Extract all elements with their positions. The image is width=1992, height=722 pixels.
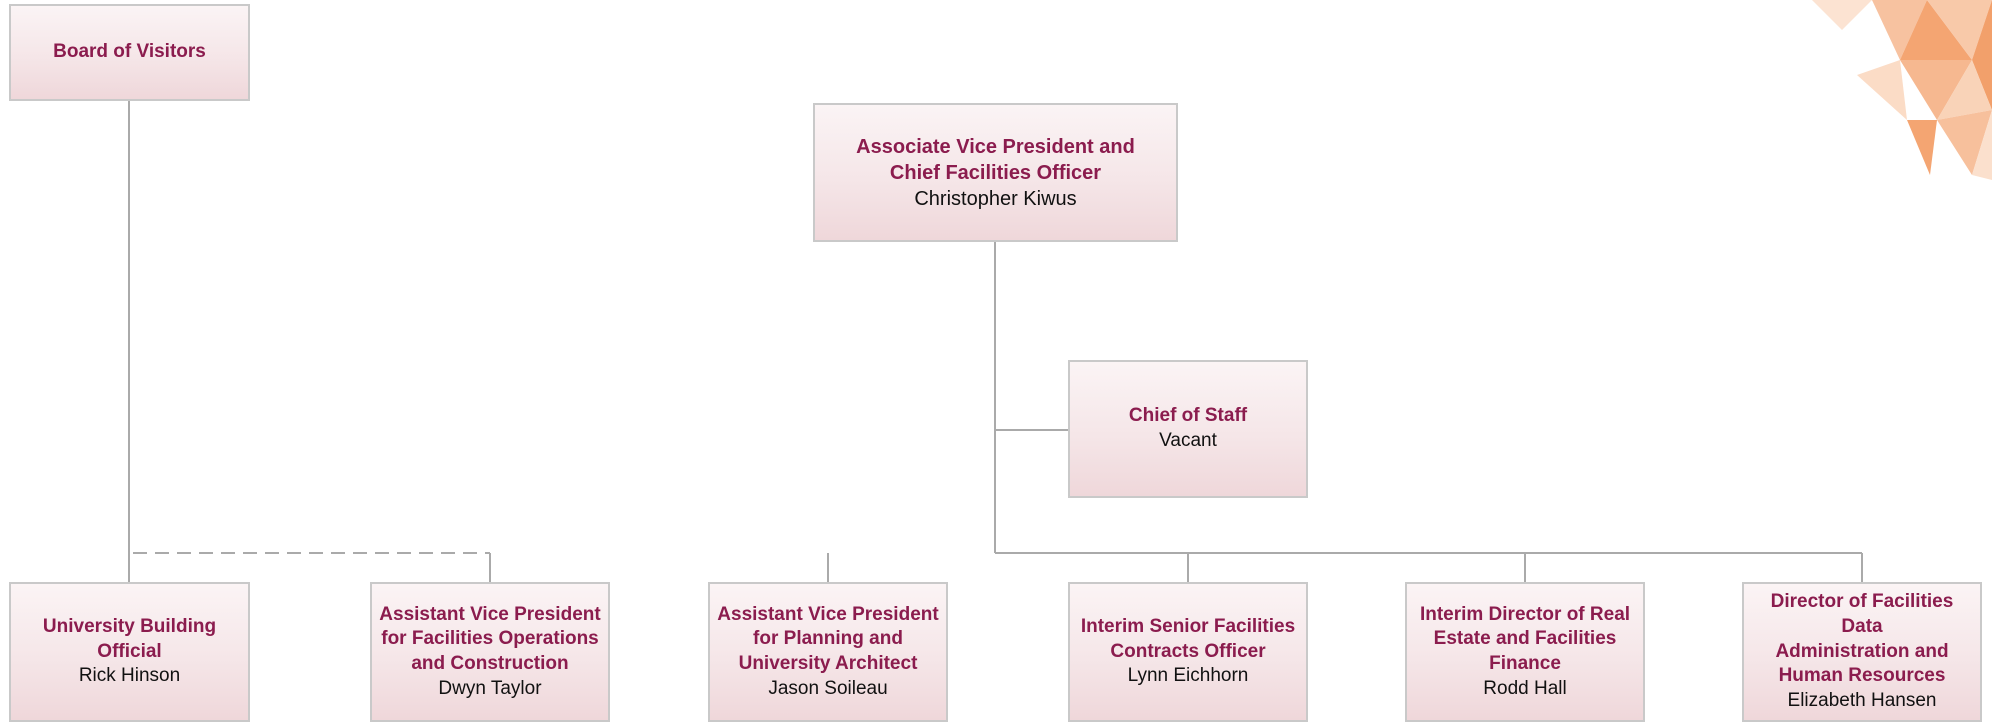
report-box-planning-architect: Assistant Vice President for Planning an…	[708, 582, 948, 722]
report-box-real-estate-finance: Interim Director of Real Estate and Faci…	[1405, 582, 1645, 722]
report-title-line: Human Resources	[1778, 665, 1946, 687]
report-box-contracts-officer: Interim Senior Facilities Contracts Offi…	[1068, 582, 1308, 722]
board-of-visitors-box: Board of Visitors	[9, 4, 250, 101]
report-title-line: for Facilities Operations	[381, 628, 599, 650]
report-name: Lynn Eichhorn	[1127, 665, 1249, 687]
chief-of-staff-title: Chief of Staff	[1128, 405, 1248, 427]
report-name: Elizabeth Hansen	[1787, 690, 1937, 712]
report-box-facilities-operations: Assistant Vice President for Facilities …	[370, 582, 610, 722]
report-title-line: Administration and	[1775, 640, 1949, 662]
board-title: Board of Visitors	[53, 41, 206, 63]
report-name: Rodd Hall	[1483, 677, 1567, 699]
report-box-data-admin-hr: Director of Facilities Data Administrati…	[1742, 582, 1982, 722]
corner-decoration	[1812, 0, 1992, 180]
report-title-line: Estate and Facilities	[1433, 628, 1617, 650]
avp-name: Christopher Kiwus	[914, 187, 1077, 210]
chief-of-staff-box: Chief of Staff Vacant	[1068, 360, 1308, 498]
report-title-line: Director of Facilities Data	[1770, 591, 1954, 637]
report-name: Dwyn Taylor	[438, 677, 542, 699]
report-title-line: Finance	[1489, 653, 1561, 674]
report-title-line: Interim Senior Facilities	[1080, 615, 1296, 637]
avp-cfo-box: Associate Vice President and Chief Facil…	[813, 103, 1178, 242]
report-title-line: for Planning and	[753, 628, 903, 650]
chief-of-staff-name: Vacant	[1159, 430, 1217, 451]
report-title-line: and Construction	[411, 653, 569, 674]
report-name: Jason Soileau	[768, 677, 888, 699]
avp-title-line1: Associate Vice President and	[856, 135, 1135, 158]
report-box-building-official: University Building Official Rick Hinson	[9, 582, 250, 722]
avp-title-line2: Chief Facilities Officer	[889, 161, 1102, 184]
report-title-line: Interim Director of Real	[1419, 603, 1631, 625]
report-title-line: University Building Official	[42, 615, 217, 662]
report-title-line: Contracts Officer	[1110, 640, 1266, 662]
report-title-line: Assistant Vice President	[717, 603, 939, 625]
report-title-line: University Architect	[738, 653, 918, 674]
report-name: Rick Hinson	[78, 665, 181, 687]
report-title-line: Assistant Vice President	[379, 603, 601, 625]
